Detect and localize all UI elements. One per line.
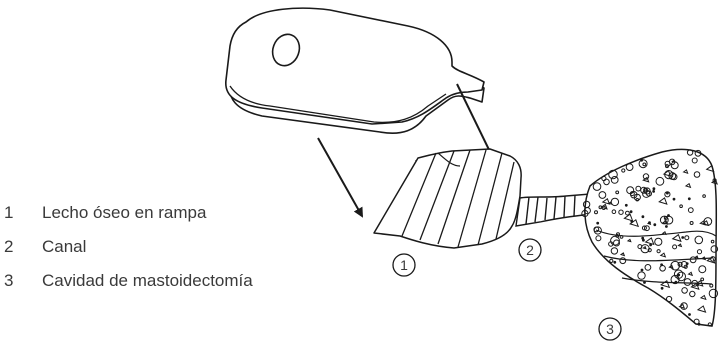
bone-speckle <box>653 191 655 193</box>
bone-speckle <box>650 244 652 246</box>
bone-speckle <box>666 226 668 228</box>
callout-2: 2 <box>519 239 541 261</box>
legend: 1 Lecho óseo en rampa 2 Canal 3 Cavidad … <box>4 196 253 298</box>
bone-speckle <box>641 159 643 161</box>
bone-speckle <box>625 204 627 206</box>
bone-speckle <box>644 282 646 284</box>
channel <box>516 194 592 226</box>
bone-speckle <box>653 188 655 190</box>
bone-speckle <box>649 222 651 224</box>
bone-speckle <box>686 263 688 265</box>
bone-speckle <box>667 192 669 194</box>
mastoid-cavity <box>582 149 718 326</box>
legend-number: 2 <box>4 237 42 257</box>
bone-speckle <box>673 198 675 200</box>
legend-item: 2 Canal <box>4 230 253 264</box>
implant-device <box>226 8 484 133</box>
callout-1: 1 <box>393 254 415 276</box>
bone-speckle <box>654 224 656 226</box>
legend-item: 3 Cavidad de mastoidectomía <box>4 264 253 298</box>
legend-number: 3 <box>4 271 42 291</box>
bone-speckle <box>630 211 632 213</box>
bone-speckle <box>689 314 691 316</box>
legend-label: Lecho óseo en rampa <box>42 203 206 223</box>
bone-speckle <box>597 222 599 224</box>
legend-item: 1 Lecho óseo en rampa <box>4 196 253 230</box>
ramp-bone-bed <box>374 149 521 248</box>
bone-speckle <box>641 269 643 271</box>
bone-speckle <box>642 216 644 218</box>
bone-speckle <box>614 261 616 263</box>
bone-speckle <box>661 287 663 289</box>
svg-text:3: 3 <box>606 321 614 337</box>
svg-text:1: 1 <box>400 257 408 273</box>
bone-speckle <box>642 237 644 239</box>
arrow-left <box>318 138 362 216</box>
bone-speckle <box>661 264 663 266</box>
bone-speckle <box>631 221 633 223</box>
legend-label: Canal <box>42 237 86 257</box>
bone-speckle <box>688 198 690 200</box>
legend-number: 1 <box>4 203 42 223</box>
bone-speckle <box>682 237 684 239</box>
legend-label: Cavidad de mastoidectomía <box>42 271 253 291</box>
svg-text:2: 2 <box>526 242 534 258</box>
callout-3: 3 <box>599 318 621 340</box>
bone-speckle <box>678 274 680 276</box>
